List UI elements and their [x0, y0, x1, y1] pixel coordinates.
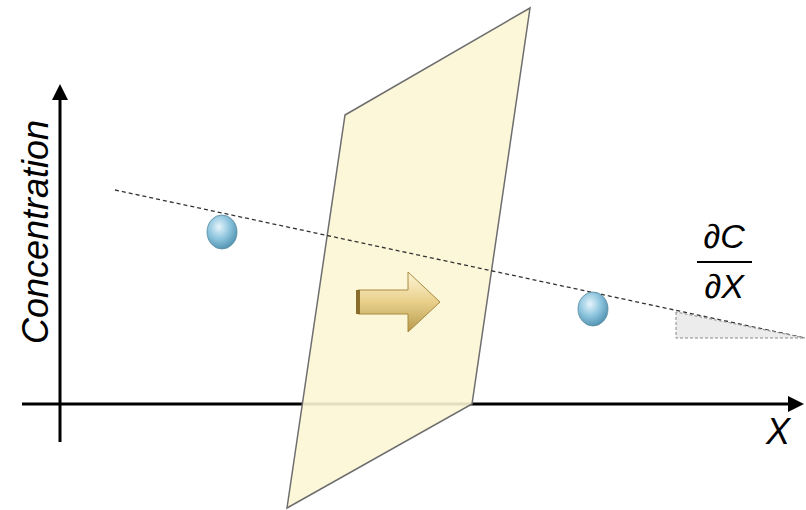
slope-triangle: [676, 312, 805, 338]
fraction-bar: [697, 261, 752, 263]
axis-label: X: [766, 414, 790, 450]
derivative-denominator: ∂X: [705, 269, 744, 303]
derivative-numerator: ∂C: [704, 219, 745, 253]
y-axis: [59, 98, 62, 442]
particle: [578, 292, 608, 326]
membrane-plane: [287, 8, 530, 508]
gradient-line: [115, 190, 805, 338]
flux-arrow: [356, 290, 360, 314]
flux-arrow: [358, 272, 440, 332]
axis-arrowhead: [788, 396, 804, 412]
particle: [207, 215, 237, 249]
axis-label: Concentration: [18, 120, 54, 344]
axis-arrowhead: [52, 84, 68, 100]
